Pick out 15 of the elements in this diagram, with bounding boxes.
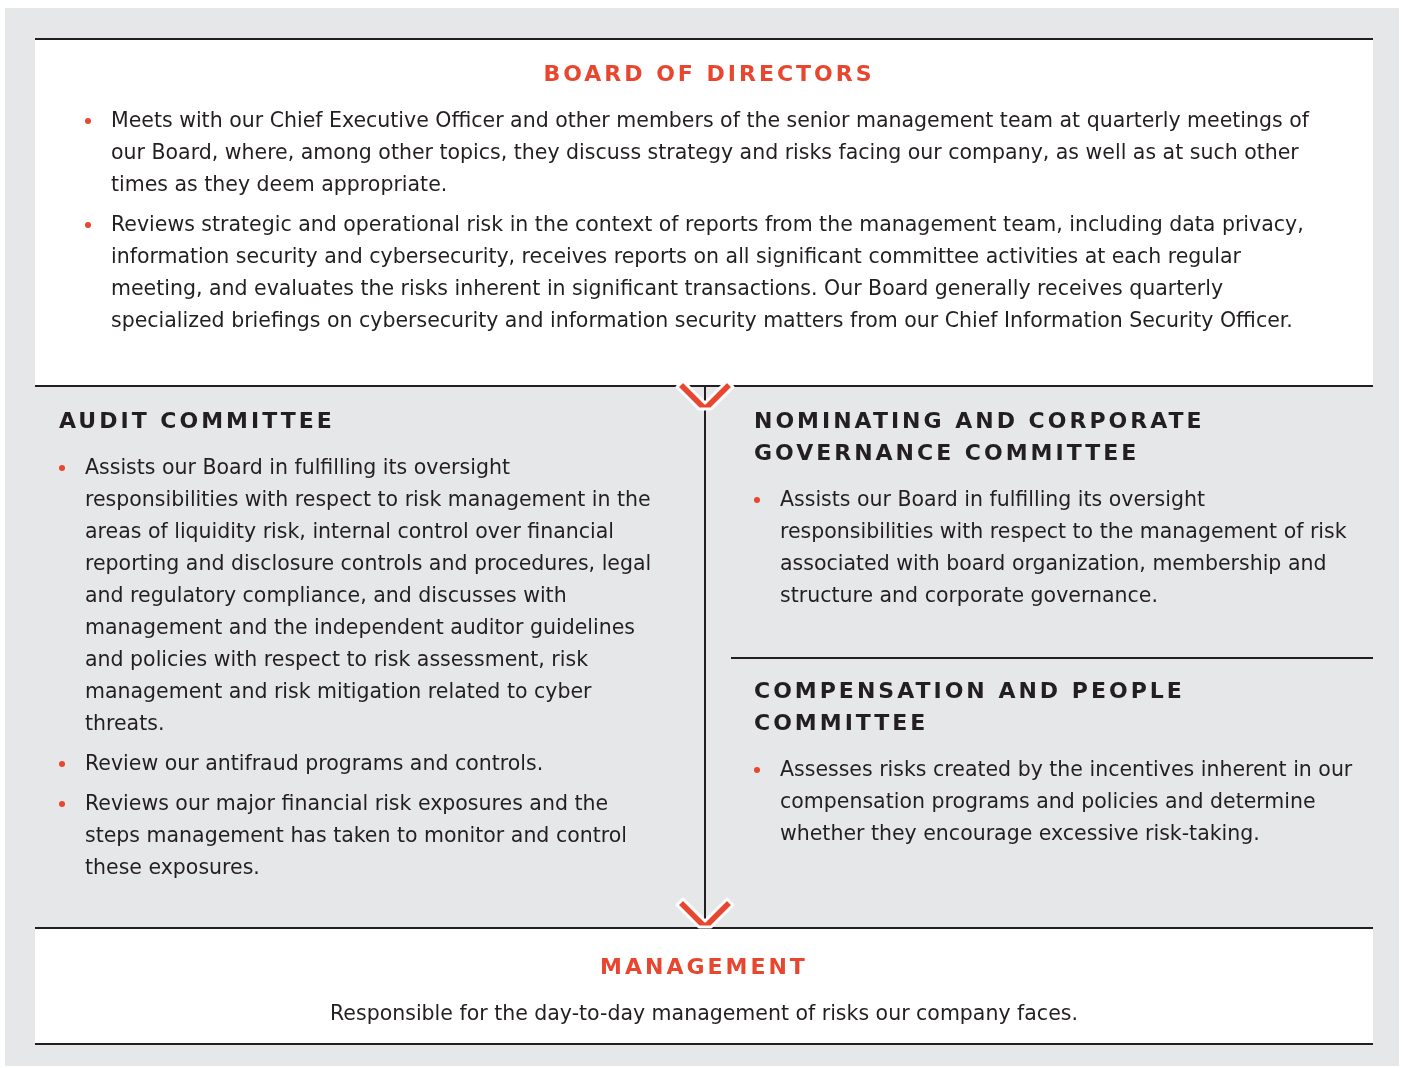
board-panel — [35, 38, 1373, 387]
bullet-text: Assists our Board in fulfilling its oversight responsibilities with respect to the management of risk associated with board organization, membership and structure and corporate governance. — [754, 483, 1353, 611]
description-text: Responsible for the day-to-day management of risks our company faces. — [329, 1000, 1079, 1027]
bullet-text: Meets with our Chief Executive Officer and other members of the senior management team at quarterly meetings of our Board, where, among other topics, they discuss strategy and risks facing our company, as well as at such other times as they deem appropriate. — [85, 104, 1333, 200]
bullet-text: Assesses risks created by the incentives inherent in our compensation programs and policies and determine whether they encourage excessive risk-taking. — [754, 753, 1353, 849]
bullet-text: Review our antifraud programs and controls. — [59, 747, 655, 779]
section-heading: NOMINATING AND CORPORATE GOVERNANCE COMMITTEE — [754, 407, 1206, 467]
section-heading: COMPENSATION AND PEOPLE COMMITTEE — [754, 677, 1186, 737]
bullet-text: Reviews strategic and operational risk in the context of reports from the management team, including data privacy, information security and cybersecurity, receives reports on all significant committee activities at each regular meeting, and evaluates the risks inherent in significant transactions. Our Board generally receives quarterly specialized briefings on cybersecurity and information security matters from our Chief Information Security Officer. — [85, 208, 1333, 336]
bullet-text: Assists our Board in fulfilling its oversight responsibilities with respect to risk management in the areas of liquidity risk, internal control over financial reporting and disclosure controls and procedures, legal and regulatory compliance, and discusses with management and the independent auditor guidelines and policies with respect to risk assessment, risk management and risk mitigation related to cyber threats. — [59, 451, 655, 739]
section-heading: BOARD OF DIRECTORS — [542, 60, 876, 88]
management-panel — [35, 927, 1373, 1045]
section-heading: MANAGEMENT — [599, 953, 809, 981]
section-heading: AUDIT COMMITTEE — [59, 407, 336, 435]
bullet-text: Reviews our major financial risk exposures and the steps management has taken to monitor and control these exposures. — [59, 787, 655, 883]
